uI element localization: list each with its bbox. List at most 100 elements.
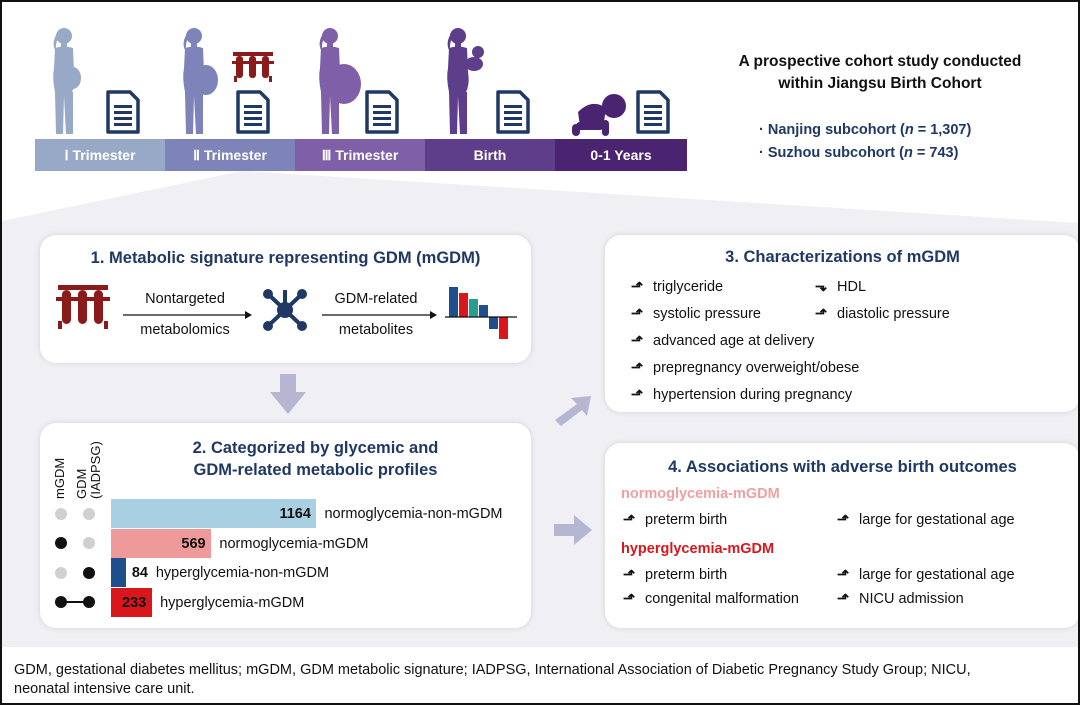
outcome-item: ⬏preterm birth bbox=[622, 512, 728, 528]
panel-characterizations: 3. Characterizations of mGDM ⬏triglyceri… bbox=[605, 235, 1078, 412]
panel-metabolic-signature: 1. Metabolic signature representing GDM … bbox=[40, 235, 531, 363]
footnote-line1: GDM, gestational diabetes mellitus; mGDM… bbox=[14, 662, 971, 678]
characterization-item: ⬏prepregnancy overweight/obese bbox=[630, 360, 860, 376]
step2-label-top: GDM-related bbox=[334, 291, 418, 307]
pregnant-woman-icon bbox=[183, 28, 218, 134]
column-header-gdm: GDM bbox=[74, 469, 89, 499]
timeline-segment-trimester2: Ⅱ Trimester bbox=[165, 139, 295, 171]
gdm-indicator-dot bbox=[83, 537, 95, 550]
mother-baby-icon bbox=[447, 28, 484, 134]
panel2-title-line1: 2. Categorized by glycemic and bbox=[192, 439, 439, 457]
arrow-up-icon: ⬏ bbox=[814, 306, 828, 322]
outcome-item: ⬏preterm birth bbox=[622, 567, 728, 583]
column-header-iadpsg: (IADPSG) bbox=[88, 441, 103, 499]
study-title: A prospective cohort study conducted wit… bbox=[710, 51, 1050, 95]
bar-value-label: 233 bbox=[122, 594, 147, 611]
arrow-up-icon: ⬏ bbox=[630, 333, 644, 349]
arrow-up-icon: ⬏ bbox=[630, 279, 644, 295]
outcome-item: ⬏NICU admission bbox=[836, 591, 964, 607]
footnote: GDM, gestational diabetes mellitus; mGDM… bbox=[14, 661, 971, 699]
bar-hyperglycemia-non-mGDM bbox=[111, 558, 126, 587]
mgdm-indicator-dot bbox=[55, 537, 67, 550]
arrow-up-icon: ⬏ bbox=[622, 591, 636, 607]
timeline-segment-birth: Birth bbox=[425, 139, 555, 171]
document-icon bbox=[636, 90, 670, 134]
arrow-up-icon: ⬏ bbox=[836, 591, 850, 607]
bar-category-label: hyperglycemia-mGDM bbox=[160, 594, 305, 611]
footnote-line2: neonatal intensive care unit. bbox=[14, 681, 195, 697]
characterization-item: ⬏triglyceride bbox=[630, 279, 724, 295]
arrow-up-icon: ⬏ bbox=[630, 387, 644, 403]
panel2-title-line2: GDM-related metabolic profiles bbox=[193, 461, 438, 479]
bar-value-label: 1164 bbox=[279, 506, 311, 522]
suzhou-subcohort: · Suzhou subcohort (n = 743) bbox=[759, 145, 959, 161]
characterization-item: ⬏systolic pressure bbox=[630, 306, 761, 322]
flow-arrow-down-icon bbox=[270, 374, 306, 414]
timeline-segment-trimester1: Ⅰ Trimester bbox=[35, 139, 165, 171]
gdm-indicator-dot bbox=[83, 566, 95, 579]
indicator-connector-line bbox=[61, 601, 89, 604]
column-header-mgdm: mGDM bbox=[52, 458, 67, 499]
bar-category-label: hyperglycemia-non-mGDM bbox=[155, 565, 330, 581]
arrow-up-icon: ⬏ bbox=[836, 512, 850, 528]
timeline-segment-trimester3: Ⅲ Trimester bbox=[295, 139, 425, 171]
arrow-up-icon: ⬏ bbox=[630, 306, 644, 322]
flow-arrow-up-right-icon bbox=[555, 396, 591, 426]
panel-categorization: 2. Categorized by glycemic and GDM-relat… bbox=[40, 423, 531, 628]
crawling-baby-icon bbox=[572, 94, 626, 136]
arrow-up-icon: ⬏ bbox=[622, 512, 636, 528]
step1-label-top: Nontargeted bbox=[145, 291, 225, 307]
mgdm-indicator-dot bbox=[55, 566, 67, 579]
panel1-title: 1. Metabolic signature representing GDM … bbox=[90, 249, 481, 267]
hyperglycemia-heading: hyperglycemia-mGDM bbox=[621, 541, 775, 557]
arrow-up-icon: ⬏ bbox=[836, 567, 850, 583]
step2-label-bottom: metabolites bbox=[338, 322, 414, 338]
outcome-item: ⬏large for gestational age bbox=[836, 512, 1015, 528]
normoglycemia-heading: normoglycemia-mGDM bbox=[621, 486, 780, 502]
flow-arrow-right-icon bbox=[554, 515, 592, 545]
mgdm-indicator-dot bbox=[55, 507, 67, 520]
nanjing-subcohort: · Nanjing subcohort (n = 1,307) bbox=[759, 122, 972, 138]
test-tubes-icon bbox=[56, 285, 110, 329]
flow-arrow-icon bbox=[123, 311, 252, 319]
panel-birth-outcomes: 4. Associations with adverse birth outco… bbox=[605, 443, 1078, 628]
bar-value-label: 84 bbox=[131, 565, 148, 581]
outcome-item: ⬏large for gestational age bbox=[836, 567, 1015, 583]
pregnant-woman-icon bbox=[319, 28, 361, 134]
gdm-indicator-dot bbox=[83, 507, 95, 520]
category-bar-chart: 1164 normoglycemia-non-mGDM 569 normoglycem… bbox=[40, 423, 531, 628]
panel2-title: 2. Categorized by glycemic and GDM-relat… bbox=[100, 437, 531, 481]
matrix-column-headers: mGDM GDM (IADPSG) bbox=[52, 441, 103, 499]
document-icon bbox=[236, 90, 270, 134]
characterization-item: ⬏hypertension during pregnancy bbox=[630, 387, 853, 403]
document-icon bbox=[365, 90, 399, 134]
timeline-figures bbox=[53, 28, 670, 136]
outcome-item: ⬏congenital malformation bbox=[622, 591, 799, 607]
arrow-up-icon: ⬏ bbox=[622, 567, 636, 583]
study-title-line1: A prospective cohort study conducted bbox=[738, 53, 1022, 70]
bar-normoglycemia-non-mGDM bbox=[111, 499, 317, 528]
bar-category-label: normoglycemia-mGDM bbox=[219, 535, 369, 552]
arrow-down-icon: ⬎ bbox=[814, 279, 828, 295]
waterfall-chart-icon bbox=[445, 287, 517, 339]
document-icon bbox=[106, 90, 140, 134]
arrow-up-icon: ⬏ bbox=[630, 360, 644, 376]
timeline-segment-year1: 0-1 Years bbox=[555, 139, 687, 171]
characterization-item: ⬎HDL bbox=[814, 279, 867, 295]
bar-hyperglycemia-mGDM bbox=[111, 587, 153, 617]
characterization-item: ⬏advanced age at delivery bbox=[630, 333, 815, 349]
study-title-line2: within Jiangsu Birth Cohort bbox=[778, 75, 982, 92]
bar-category-label: normoglycemia-non-mGDM bbox=[324, 506, 503, 522]
document-icon bbox=[496, 90, 530, 134]
network-icon bbox=[263, 289, 307, 331]
panel4-title: 4. Associations with adverse birth outco… bbox=[668, 458, 1017, 476]
test-tubes-icon bbox=[232, 52, 274, 82]
bar-value-label: 569 bbox=[181, 535, 206, 552]
bar-normoglycemia-mGDM bbox=[111, 528, 212, 558]
pregnant-woman-icon bbox=[53, 28, 81, 134]
gdm-indicator-dot bbox=[83, 596, 95, 609]
panel3-title: 3. Characterizations of mGDM bbox=[725, 248, 960, 266]
characterization-item: ⬏diastolic pressure bbox=[814, 306, 950, 322]
step1-label-bottom: metabolomics bbox=[140, 322, 230, 338]
